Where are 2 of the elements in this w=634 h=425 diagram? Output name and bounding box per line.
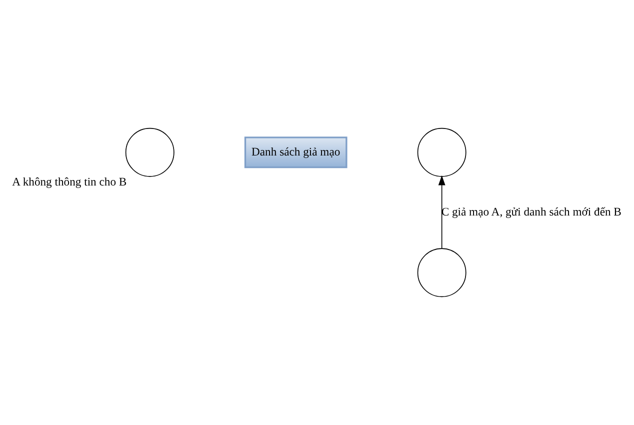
node-label: A không thông tin cho B	[12, 176, 127, 189]
edge-label: C giả mạo A, gửi danh sách mới đến B	[441, 206, 622, 219]
